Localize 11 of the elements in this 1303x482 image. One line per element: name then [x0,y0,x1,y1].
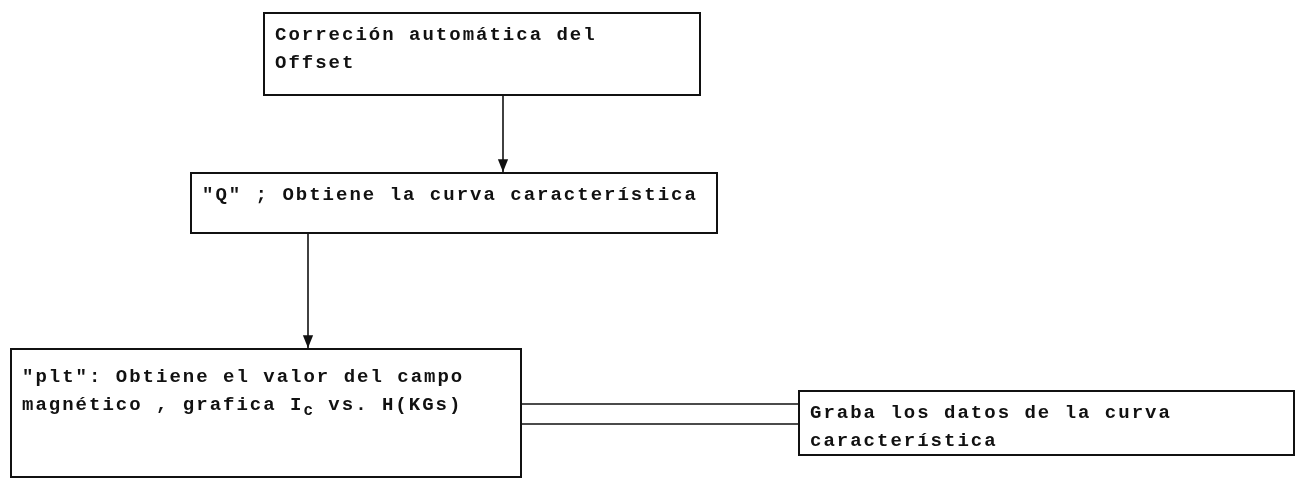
arrow [302,233,314,349]
process-box [798,390,1295,456]
process-box [10,348,522,478]
process-box [263,12,701,96]
process-box [190,172,718,234]
arrow [497,95,509,173]
box-text: Correción automática del Offset [275,23,598,76]
box-text: "plt": Obtiene el valor del campo magnético , grafica I$_{c}$ vs. H(KGs) [22,365,466,422]
box-text: "Q" ; Obtiene la curva característica [202,183,699,208]
box-text: Graba los datos de la curva característica [810,401,1173,454]
connector-line [521,403,799,425]
